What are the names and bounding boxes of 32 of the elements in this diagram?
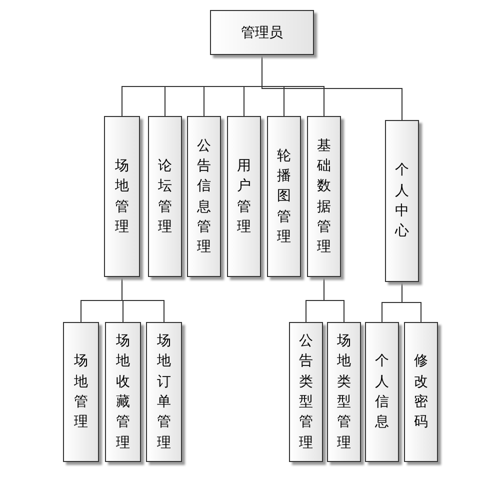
module-box (267, 116, 301, 277)
module-label: 基础数据管理 (317, 136, 331, 258)
module-box (63, 322, 99, 462)
module-box (227, 116, 261, 277)
module-box (365, 322, 399, 462)
module-label: 论坛管理 (158, 156, 172, 237)
module-box (404, 322, 438, 462)
connector-line (402, 282, 422, 322)
module-label: 场地收藏管理 (116, 332, 130, 453)
module-label: 个人中心 (395, 161, 409, 242)
module-box (187, 116, 221, 277)
module-label: 管理员 (241, 24, 283, 42)
module-label: 场地类型管理 (337, 332, 351, 453)
module-box (104, 116, 140, 277)
module-label: 公告类型管理 (299, 332, 313, 453)
module-box (146, 322, 182, 462)
connector-line (324, 276, 344, 322)
module-box (289, 322, 323, 462)
module-label: 公告信息管理 (197, 136, 211, 258)
module-box (105, 322, 141, 462)
module-box (385, 120, 419, 282)
module-label: 场地管理 (74, 352, 88, 432)
module-box (148, 116, 182, 277)
module-box (307, 116, 341, 277)
module-label: 轮播图管理 (277, 146, 291, 247)
module-label: 个人信息 (375, 352, 389, 432)
module-label: 用户管理 (237, 156, 251, 237)
module-box (210, 10, 314, 55)
module-box (327, 322, 361, 462)
module-label: 场地订单管理 (157, 332, 171, 453)
module-label: 场地管理 (115, 156, 129, 237)
module-label: 修改密码 (414, 352, 428, 432)
